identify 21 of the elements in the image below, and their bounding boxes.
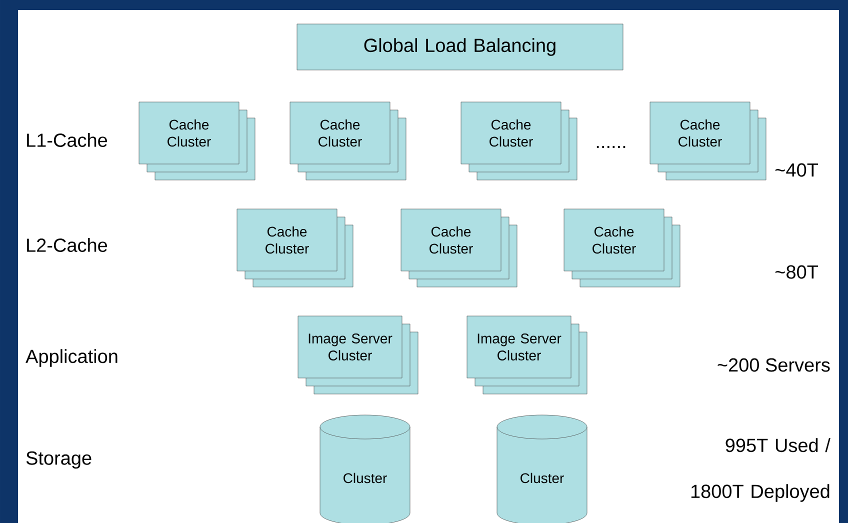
cluster-stack: Cache Cluster <box>650 102 766 180</box>
cluster-stack: Cache Cluster <box>236 208 354 288</box>
cluster-stack: Cache Cluster <box>138 102 256 180</box>
capacity-label: 995T Used / 1800T Deployed <box>691 438 830 502</box>
storage-cylinder: Cluster <box>320 414 410 523</box>
cluster-stack: Cache Cluster <box>460 102 578 180</box>
cluster-stack: Cache Cluster <box>400 208 518 288</box>
cluster-stack: Image Server Cluster <box>298 316 418 394</box>
capacity-label: ~80T <box>775 265 818 279</box>
storage-cylinder: Cluster <box>496 414 588 523</box>
capacity-label: ~200 Servers <box>718 358 830 372</box>
cluster-stack: Cache Cluster <box>564 208 680 288</box>
row-label: Storage <box>26 451 92 469</box>
cluster-stack: Image Server Cluster <box>466 316 588 394</box>
capacity-label: ~40T <box>775 163 818 177</box>
row-label: L2-Cache <box>27 238 108 252</box>
row-label: L1-Cache <box>27 133 108 147</box>
cluster-stack: Cache Cluster <box>290 102 406 180</box>
row-label: Application <box>26 349 118 367</box>
title-box: Global Load Balancing <box>296 24 624 70</box>
ellipsis: ...... <box>596 146 626 148</box>
